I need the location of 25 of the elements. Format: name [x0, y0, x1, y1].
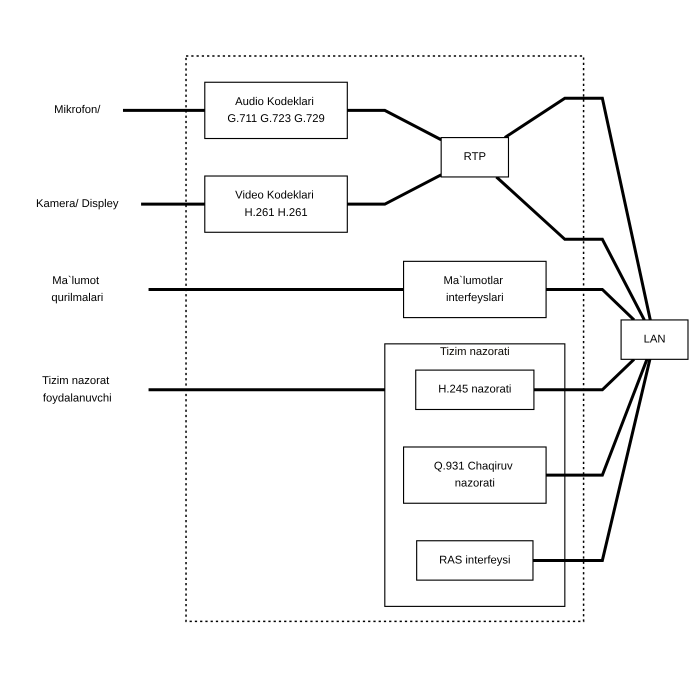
node-box: Ma`lumotlar interfeyslari: [403, 260, 547, 318]
connector: [534, 358, 636, 392]
connector: [141, 202, 205, 206]
node-box: Video Kodeklari H.261 H.261: [204, 175, 348, 233]
node-box: RAS interfeysi: [416, 540, 534, 580]
node-text: Tizim nazorat foydalanuvchi: [42, 374, 112, 404]
connector: [532, 358, 652, 562]
node-box: LAN: [620, 319, 689, 360]
node-text: Kamera/ Displey: [36, 197, 119, 210]
node-text: Mikrofon/: [54, 103, 100, 116]
connector: [347, 108, 442, 141]
cluster: [185, 55, 584, 622]
node-box: RTP: [440, 136, 510, 178]
connector: [148, 388, 385, 392]
node-box: H.245 nazorati: [415, 369, 534, 410]
node-box: Audio Kodeklari G.711 G.723 G.729: [204, 81, 348, 139]
connector: [148, 288, 404, 291]
node-text: Ma`lumot qurilmalari: [51, 274, 104, 304]
connector: [122, 108, 205, 112]
node-box: Q.931 Chaqiruv nazorati: [403, 446, 547, 504]
connector: [546, 288, 636, 321]
connector: [495, 176, 646, 320]
connector: [546, 358, 648, 476]
connector: [504, 96, 652, 320]
connector: [347, 173, 442, 206]
